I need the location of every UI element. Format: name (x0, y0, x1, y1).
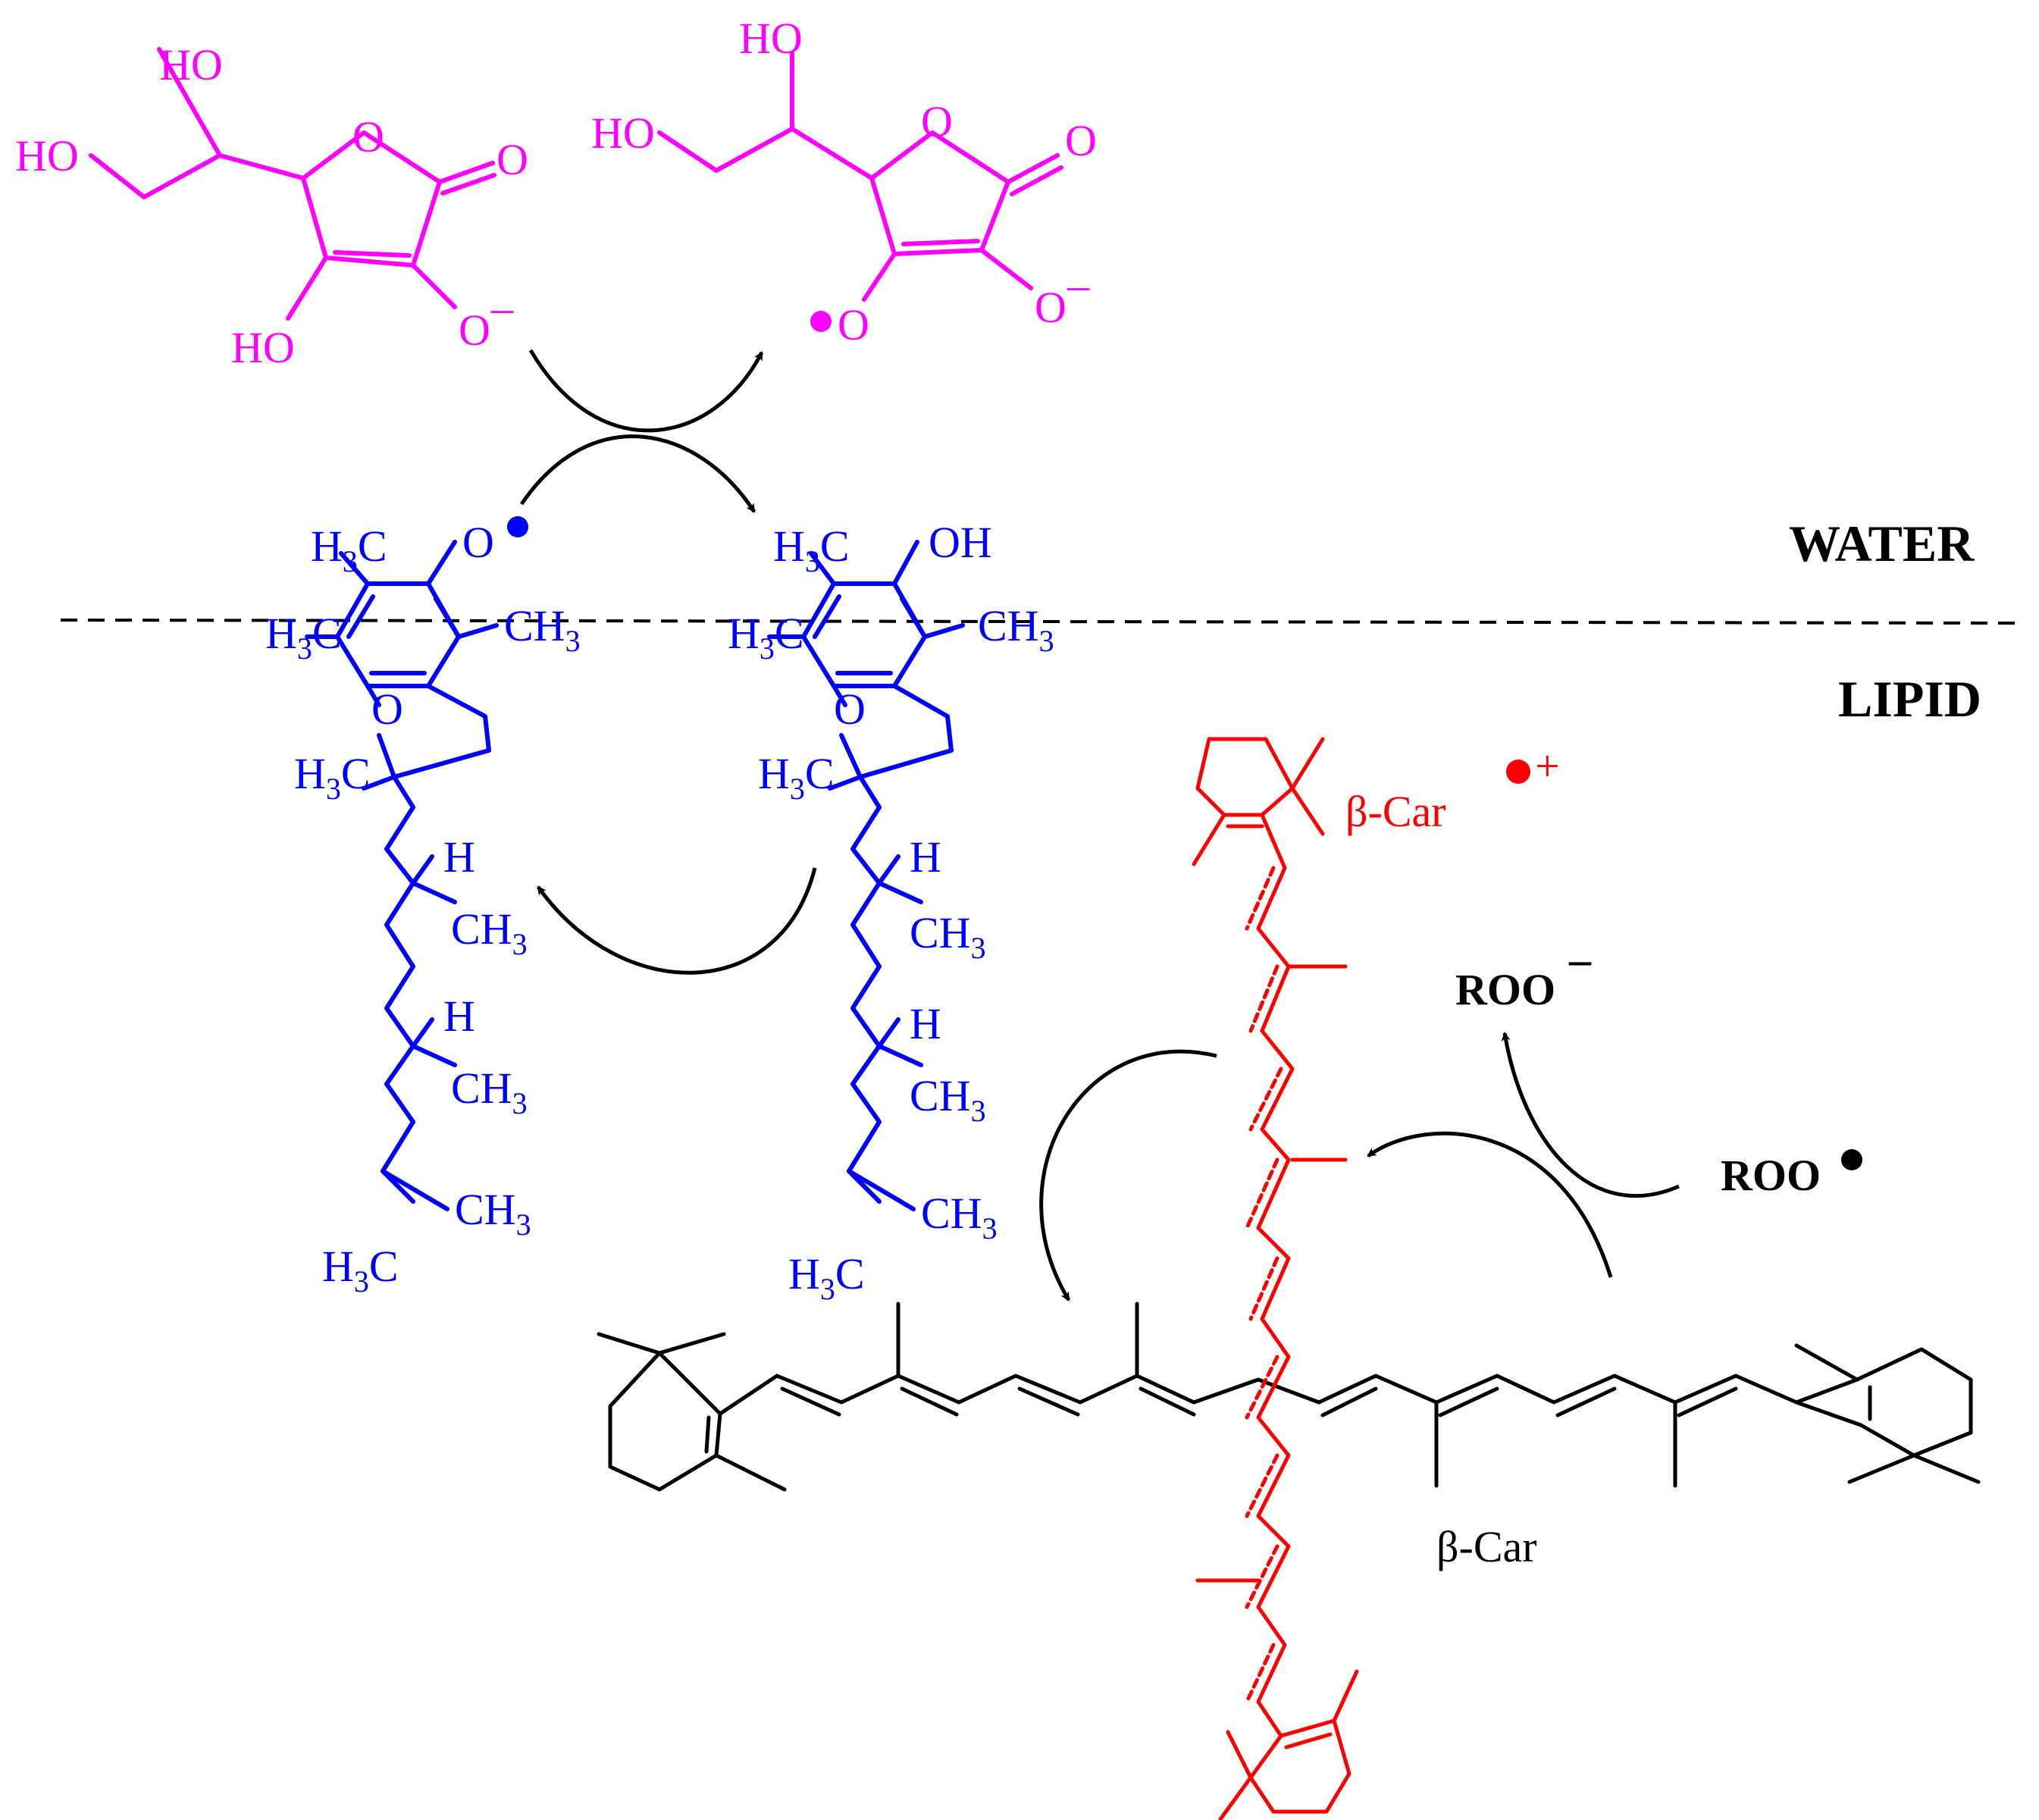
carotene-radical-molecule: β-Car + (1192, 737, 1560, 1820)
ascorbate-ho-left: HO (15, 131, 79, 180)
tocopheroxyl-h1: H (443, 832, 475, 882)
peroxyl-anion-label: ROO (1455, 965, 1555, 1014)
peroxyl-radical: ROO (1721, 1149, 1862, 1200)
tocopherol-regeneration-arrow (519, 434, 756, 513)
radical-o-ring: O (921, 97, 953, 146)
ascorbate-ho-top: HO (159, 40, 223, 89)
tocopherol-ch3-f: CH3 (910, 1071, 986, 1128)
tocopheroxyl-ch3-b: H3C (265, 609, 342, 666)
ascorbate-o-ring: O (352, 112, 384, 161)
water-label: WATER (1789, 515, 1975, 572)
peroxyl-attack-arrow (1367, 1131, 1613, 1278)
tocopherol-molecule: OH H3C H3C CH3 O H3C H CH3 H CH3 CH3 H3C (728, 518, 1054, 1306)
carotene-label: β-Car (1436, 1522, 1537, 1571)
radical-o-anion: O (1035, 283, 1066, 332)
ascorbyl-radical-molecule: HO HO O O O O – (591, 14, 1097, 349)
tocopherol-oxidation-arrow (536, 867, 817, 975)
radical-minus-sign: – (1066, 260, 1090, 309)
radical-o-carbonyl: O (1065, 116, 1097, 165)
tocopherol-ch3-h: H3C (788, 1249, 865, 1306)
radical-o-radical: O (838, 300, 869, 349)
ascorbate-ho-bottom: HO (231, 323, 295, 372)
tocopherol-ch3-e: CH3 (910, 908, 986, 965)
ascorbate-molecule: HO HO O O HO O – (15, 40, 528, 372)
tocopherol-ch3-a: H3C (773, 522, 850, 578)
ascorbate-o-anion: O (459, 305, 490, 355)
tocopheroxyl-ch3-a: H3C (311, 522, 387, 578)
carotene-radical-charge: + (1535, 741, 1560, 791)
tocopheroxyl-radical-molecule: O H3C H3C CH3 O H3C H CH3 H CH3 CH3 H3C (265, 516, 581, 1298)
carotene-regeneration-arrow (1039, 1049, 1217, 1302)
tocopheroxyl-o-radical: O (462, 518, 494, 567)
ascorbyl-radical-dot (810, 311, 832, 332)
tocopheroxyl-ch3-h: H3C (322, 1242, 399, 1298)
tocopheroxyl-o-ring: O (371, 684, 403, 734)
carotene-radical-dot (1506, 760, 1530, 784)
peroxyl-radical-dot (1841, 1149, 1862, 1170)
tocopherol-ch3-b: H3C (728, 609, 804, 666)
beta-carotene-molecule: β-Car (597, 1302, 1981, 1571)
lipid-label: LIPID (1838, 670, 1981, 728)
radical-ho-top: HO (739, 14, 803, 63)
tocopheroxyl-ch3-c: CH3 (504, 601, 581, 658)
tocopheroxyl-ch3-f: CH3 (451, 1063, 528, 1120)
peroxyl-anion-minus: – (1568, 935, 1592, 984)
tocopheroxyl-ch3-d: H3C (294, 749, 371, 806)
tocopherol-ch3-c: CH3 (978, 601, 1054, 658)
ascorbate-minus-sign: – (490, 283, 514, 332)
tocopheroxyl-ch3-e: CH3 (451, 904, 528, 961)
tocopherol-oh: OH (929, 518, 992, 567)
tocopheroxyl-ch3-g: CH3 (455, 1185, 531, 1242)
peroxyl-anion: ROO – (1455, 935, 1592, 1014)
peroxyl-anion-arrow (1501, 1032, 1680, 1198)
carotene-radical-label: β-Car (1345, 787, 1446, 836)
tocopheroxyl-h2: H (443, 991, 475, 1041)
tocopherol-h2: H (910, 999, 941, 1048)
tocopherol-ch3-d: H3C (758, 749, 835, 806)
tocopherol-o-ring: O (834, 684, 866, 734)
tocopherol-ch3-g: CH3 (921, 1189, 998, 1245)
tocopherol-h1: H (910, 832, 941, 882)
ascorbate-oxidation-arrow (528, 349, 764, 433)
ascorbate-o-carbonyl: O (496, 135, 528, 184)
tocopheroxyl-radical-dot (507, 516, 528, 537)
radical-ho-left: HO (591, 108, 655, 158)
peroxyl-radical-label: ROO (1721, 1151, 1821, 1200)
